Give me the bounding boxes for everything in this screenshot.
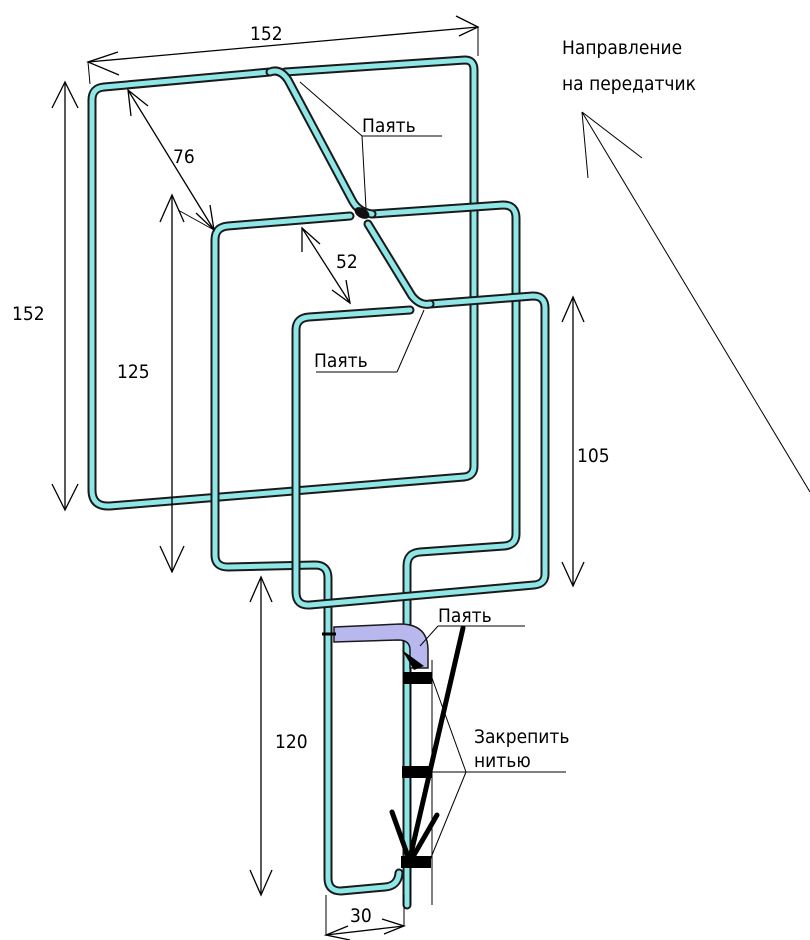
solder-point-top (354, 207, 370, 219)
antenna-frame (87, 55, 550, 910)
dim-top-width-label: 152 (250, 23, 283, 45)
callout-fasten: Закрепить нитью (429, 677, 569, 861)
dim-top-width: 152 (86, 15, 480, 85)
dim-feed-height: 120 (249, 575, 308, 897)
dim-left-height: 152 (12, 80, 79, 512)
dim-diag-76: 76 (127, 88, 215, 232)
direction-label-2: на передатчик (562, 73, 696, 95)
callout-solder-2: Паять (314, 309, 425, 373)
solder-2-label: Паять (314, 350, 368, 372)
dim-diag-52: 52 (301, 226, 358, 305)
dim-diag-52-label: 52 (336, 251, 358, 273)
direction-label-1: Направление (562, 37, 682, 59)
dim-feed-height-label: 120 (275, 731, 308, 753)
solder-3-label: Паять (438, 605, 492, 627)
dim-left-height-label: 152 (12, 303, 45, 325)
callout-solder-3: Паять (419, 605, 525, 647)
dim-small-height: 105 (561, 295, 610, 588)
dim-feed-width: 30 (323, 895, 406, 940)
dim-mid-height-label: 125 (117, 361, 150, 383)
dim-diag-76-label: 76 (173, 146, 195, 168)
solder-1-label: Паять (362, 115, 416, 137)
dim-feed-width-label: 30 (350, 905, 372, 927)
callout-solder-1: Паять (299, 81, 442, 209)
dim-small-height-label: 105 (577, 445, 610, 467)
mast (389, 625, 466, 905)
fasten-label-2: нитью (474, 750, 531, 772)
fasten-label-1: Закрепить (474, 726, 569, 748)
direction-indicator: Направление на передатчик (562, 37, 810, 493)
dim-mid-height: 125 (117, 193, 185, 574)
